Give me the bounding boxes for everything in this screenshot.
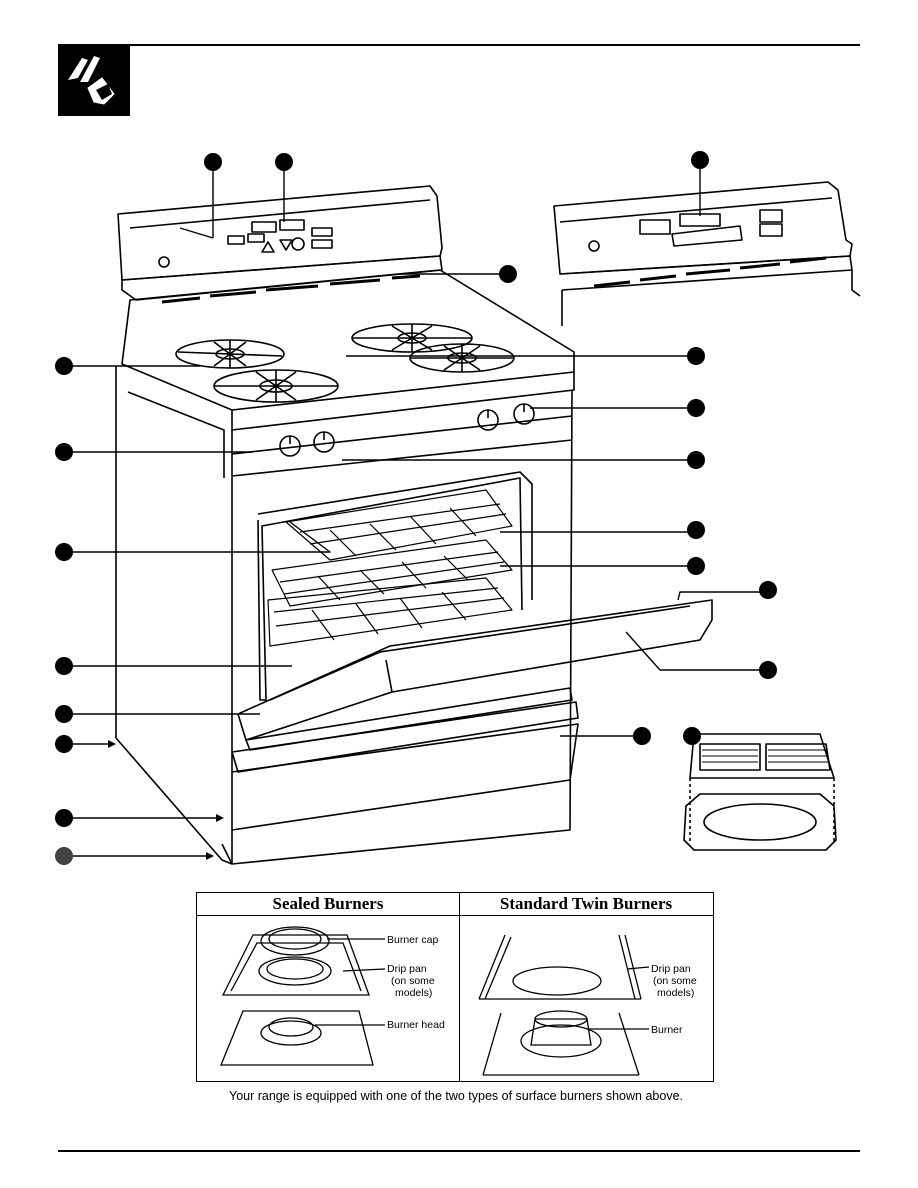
twin-burner-illustration xyxy=(478,934,650,1076)
sealed-drip-pan-label-3: models) xyxy=(395,987,433,999)
burner-types-caption: Your range is equipped with one of the t… xyxy=(229,1089,683,1103)
top-rule xyxy=(58,44,860,46)
burner-head-label: Burner head xyxy=(387,1019,445,1031)
sealed-burner-illustration xyxy=(220,926,386,1066)
twin-drip-pan-label-1: Drip pan xyxy=(651,963,691,975)
sealed-drip-pan-label-2: (on some xyxy=(391,975,435,987)
burner-label: Burner xyxy=(651,1024,683,1036)
logo-box xyxy=(58,44,130,116)
range-illustration xyxy=(55,151,861,865)
hand-pointer-icon xyxy=(68,56,115,105)
callout-markers xyxy=(55,151,777,865)
twin-drip-pan-label-2: (on some xyxy=(653,975,697,987)
twin-drip-pan-label-3: models) xyxy=(657,987,695,999)
sealed-burners-column: Sealed Burners Burner cap Drip pan (on s… xyxy=(197,893,460,1081)
bottom-rule xyxy=(58,1150,860,1152)
sealed-drip-pan-label-1: Drip pan xyxy=(387,963,427,975)
twin-burners-column: Standard Twin Burners Drip pan (on some … xyxy=(459,893,713,1081)
sealed-burners-title: Sealed Burners xyxy=(197,893,459,916)
burner-cap-label: Burner cap xyxy=(387,934,439,946)
burner-types-table: Sealed Burners Burner cap Drip pan (on s… xyxy=(196,892,714,1082)
twin-burners-title: Standard Twin Burners xyxy=(459,893,713,916)
